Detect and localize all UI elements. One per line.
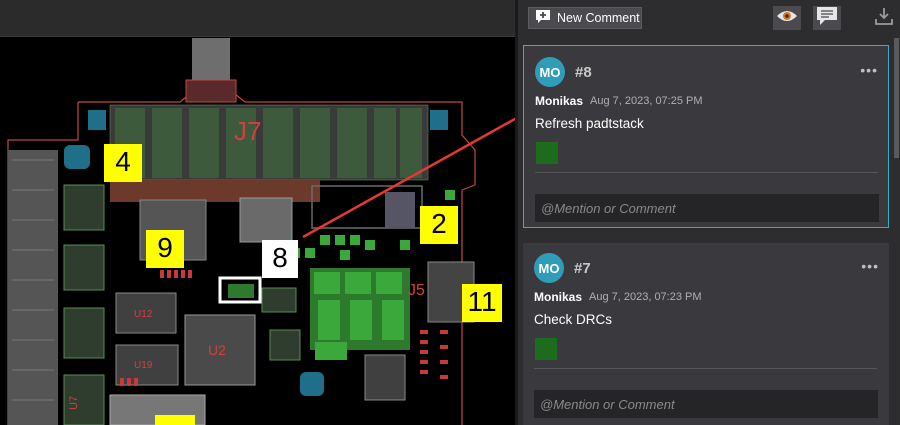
more-options-icon[interactable]: ••• [861,258,879,274]
avatar[interactable]: MO [535,57,565,87]
connector-pad [185,79,237,103]
scrollbar-thumb[interactable] [894,38,899,158]
callout-marker[interactable]: 9 [146,230,184,268]
selected-component-body [228,284,254,298]
component-ic-2 [385,192,415,228]
eye-icon [776,9,798,28]
comment-text: Refresh padtstack [535,116,644,131]
mounting-hole [88,110,106,130]
selected-component [218,276,262,304]
comment-card[interactable]: MO #7 ••• Monikas Aug 7, 2023, 07:23 PM … [523,243,889,425]
export-button[interactable] [870,6,898,30]
comments-toolbar: New Comment [518,0,900,36]
callout-partial [155,415,195,425]
mounting-hole [300,372,324,396]
comment-icon [816,6,838,31]
silk-label-j7: J7 [234,116,261,146]
snapshot-thumbnail[interactable] [535,338,557,360]
component-u19 [115,344,179,386]
new-comment-label: New Comment [557,11,640,25]
component-u2 [184,314,256,386]
top-connector [192,38,230,80]
comment-author: Monikas [534,290,583,304]
component-part [63,307,105,359]
reply-input[interactable] [534,390,878,418]
viewport-toolbar [0,0,515,37]
component-j7 [109,104,429,181]
card-divider [534,368,877,369]
comment-pointer-arrow [302,117,515,239]
comments-toggle-button[interactable] [813,6,841,30]
callout-marker[interactable]: 11 [462,284,502,322]
component-ic [239,197,293,243]
snapshot-thumbnail[interactable] [536,142,558,164]
component-u12 [115,292,177,334]
pcb-viewport[interactable]: J7 U7 U12 U19 U2 [0,0,515,425]
callout-marker-selected[interactable]: 8 [262,240,298,278]
callout-marker[interactable]: 4 [104,144,142,182]
silk-label-u12: U12 [134,309,153,320]
comment-number: #7 [574,260,591,277]
copper-pour [110,180,320,202]
component-part [63,374,105,425]
comment-author: Monikas [535,94,584,108]
silk-label-u7: U7 [68,396,80,410]
scrollbar[interactable] [893,36,900,425]
comment-text: Check DRCs [534,312,613,327]
comment-card[interactable]: MO #8 ••• Monikas Aug 7, 2023, 07:25 PM … [523,45,889,228]
comment-timestamp: Aug 7, 2023, 07:23 PM [589,291,702,303]
comment-timestamp: Aug 7, 2023, 07:25 PM [590,95,703,107]
left-connector-pins [12,159,54,401]
smd-pads [120,270,448,386]
download-icon [874,6,894,31]
new-comment-button[interactable]: New Comment [528,7,642,29]
avatar[interactable]: MO [534,253,564,283]
left-connector [8,150,58,425]
comment-number: #8 [575,64,592,81]
visibility-toggle-button[interactable] [773,6,801,30]
silk-mark: J5 [408,282,425,299]
component-part [63,244,105,291]
reply-input[interactable] [535,194,879,222]
silk-label-u19: U19 [134,360,153,371]
pane-divider[interactable] [515,0,518,425]
silk-label-u2: U2 [208,342,226,358]
comments-panel: New Comment MO #8 ••• Monikas Aug 7, 202… [518,0,900,425]
plus-comment-icon [535,9,551,27]
component-part [63,184,105,231]
card-divider [535,172,878,173]
mounting-hole [64,145,90,169]
callout-marker[interactable]: 2 [420,206,458,244]
mounting-hole [430,110,448,130]
more-options-icon[interactable]: ••• [860,62,878,78]
